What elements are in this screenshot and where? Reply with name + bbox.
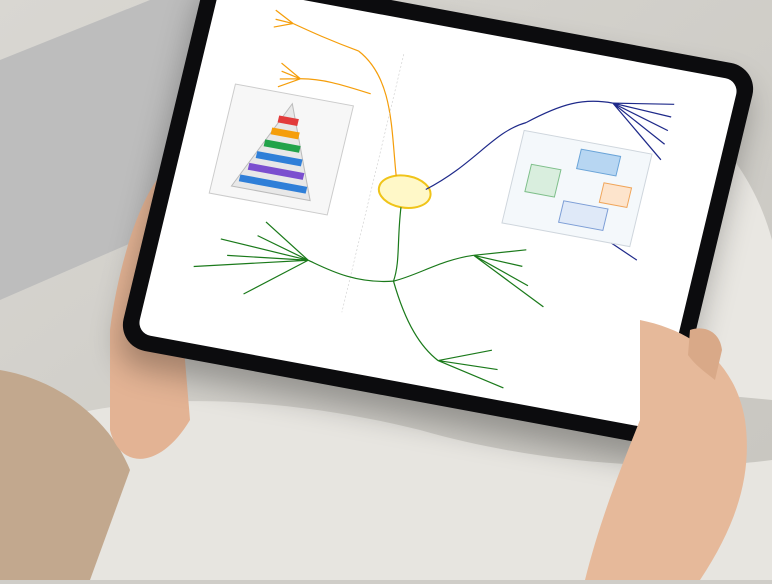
trousers <box>0 401 772 580</box>
tablet-screen <box>136 0 740 430</box>
mindmap <box>193 9 675 389</box>
right-thumb <box>688 328 722 380</box>
tablet <box>117 0 759 448</box>
pyramid-level-5 <box>247 162 305 180</box>
pyramid-level-6 <box>238 174 308 194</box>
diagram-block <box>524 163 562 198</box>
pyramid-level-2 <box>270 127 300 140</box>
sleeve <box>0 370 130 580</box>
pyramid-level-1 <box>277 115 299 126</box>
pyramid-level-4 <box>255 151 303 167</box>
branch-lower <box>193 207 544 389</box>
diagram-block <box>598 182 633 209</box>
divider <box>341 54 405 313</box>
diagram-block <box>576 148 622 177</box>
diagram-block <box>558 200 609 232</box>
right-hand <box>585 320 747 580</box>
pyramid-level-3 <box>263 139 301 153</box>
branch-top-left <box>273 9 397 176</box>
